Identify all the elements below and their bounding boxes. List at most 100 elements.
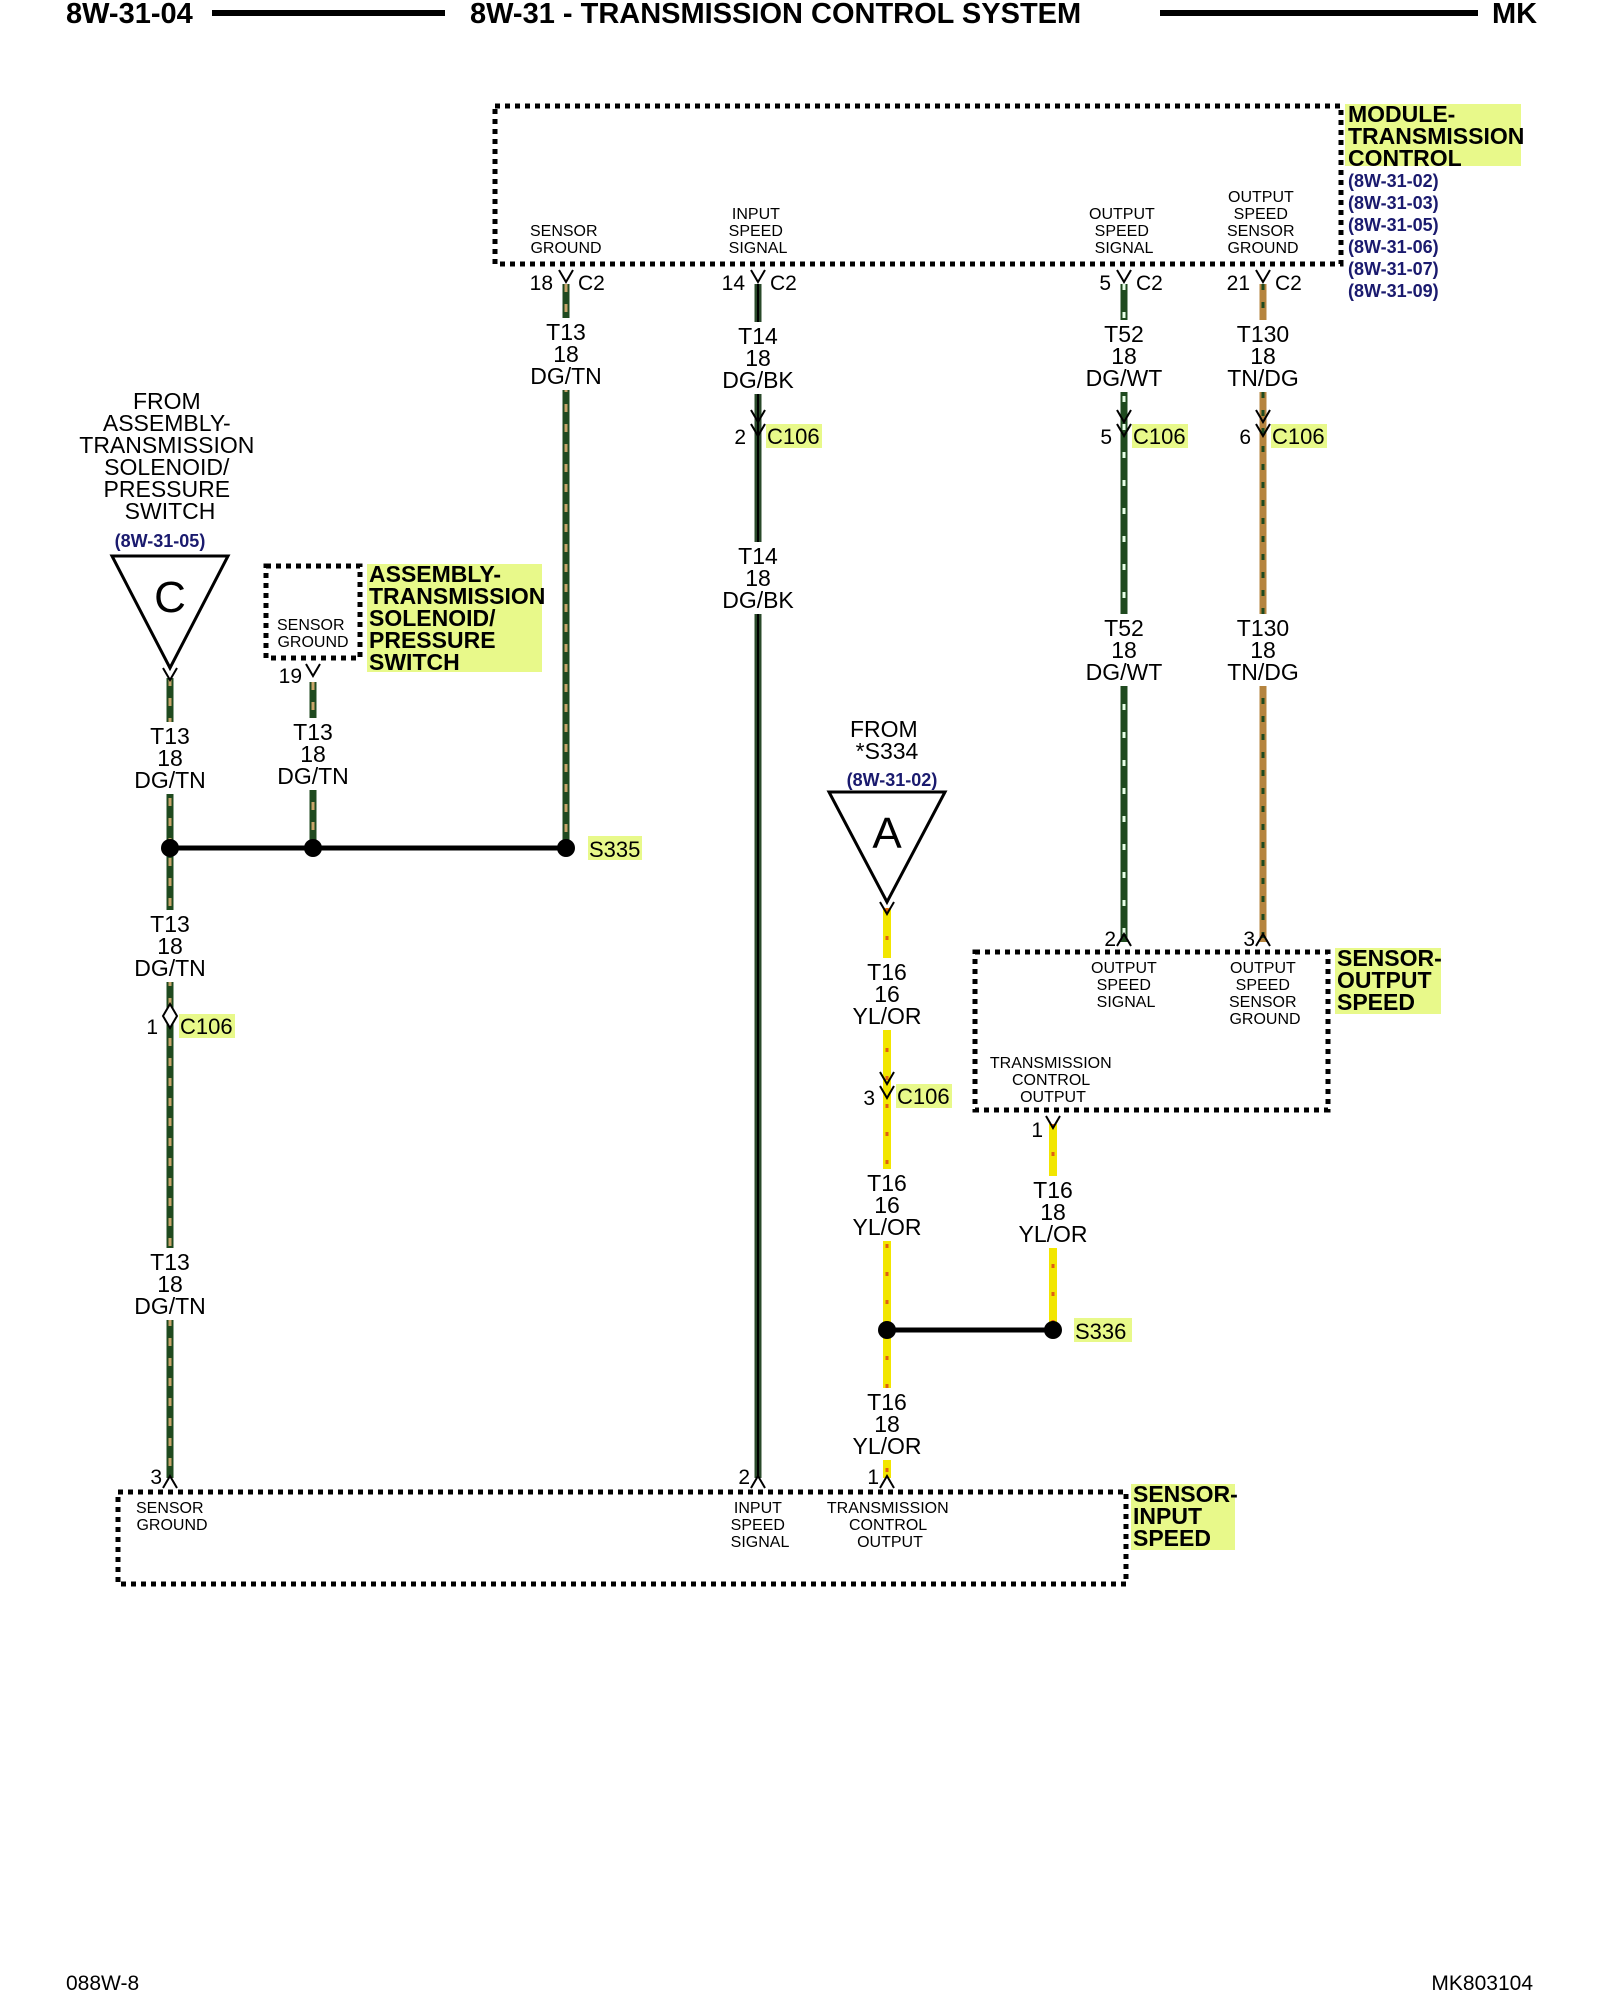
output-sensor-title-highlight — [1335, 948, 1441, 1014]
splice-dot — [1044, 1321, 1062, 1339]
output-sensor-pin-1: 1 — [1031, 1119, 1043, 1142]
page-id: 8W-31-04 — [66, 0, 193, 30]
tcm-pin-5: 5 — [1099, 272, 1111, 295]
splice-dot — [304, 839, 322, 857]
tcm-pin-label-output-ground: OUTPUT SPEED SENSOR GROUND — [1227, 189, 1299, 257]
tcm-pin-14: 14 — [722, 272, 746, 295]
tcm-pin-chevrons — [558, 269, 1271, 284]
tcm-conn-c2-a: C2 — [578, 272, 605, 295]
c106-label-t14: C106 — [767, 424, 820, 449]
from-a-ref: (8W-31-02) — [847, 770, 938, 790]
output-sensor-label-ground: OUTPUT SPEED SENSOR GROUND — [1229, 960, 1301, 1028]
from-c-ref: (8W-31-05) — [115, 531, 206, 551]
c106-highlight — [1132, 424, 1188, 448]
tcm-pin-label-sensor-ground: SENSOR GROUND — [530, 223, 602, 257]
from-c-text: FROM ASSEMBLY- TRANSMISSION SOLENOID/ PR… — [79, 388, 260, 524]
footer-right: MK803104 — [1431, 1972, 1533, 1995]
output-sensor-pin-2: 2 — [1104, 928, 1116, 951]
tcm-pin-label-output-speed: OUTPUT SPEED SIGNAL — [1089, 206, 1159, 257]
offpage-connector-c — [109, 554, 231, 672]
offpage-letter-a: A — [872, 809, 902, 858]
input-sensor-label-signal: INPUT SPEED SIGNAL — [731, 1500, 790, 1551]
input-sensor-label-tco: TRANSMISSION CONTROL OUTPUT — [827, 1500, 953, 1551]
splice-s335-label: S335 — [589, 837, 640, 862]
model-code: MK — [1492, 0, 1537, 30]
input-sensor-chevrons — [162, 1474, 895, 1489]
tcm-conn-c2-b: C2 — [770, 272, 797, 295]
tcm-title: MODULE- TRANSMISSION CONTROL — [1348, 101, 1531, 171]
input-sensor-title: SENSOR- INPUT SPEED — [1133, 1481, 1244, 1551]
tcm-conn-c2-d: C2 — [1275, 272, 1302, 295]
splice-dot — [557, 839, 575, 857]
solenoid-title: ASSEMBLY- TRANSMISSION SOLENOID/ PRESSUR… — [369, 561, 552, 675]
solenoid-box — [263, 563, 363, 661]
tcm-title-highlight — [1345, 104, 1521, 166]
c106-highlight — [179, 1014, 235, 1038]
tcm-box — [492, 103, 1344, 267]
input-sensor-title-highlight — [1131, 1484, 1235, 1550]
c106-pin-t130: 6 — [1239, 426, 1251, 449]
from-a-text: FROM *S334 — [850, 716, 924, 764]
s336-highlight — [1074, 1318, 1132, 1342]
c106-pin-t13: 1 — [146, 1016, 158, 1039]
c106-label-t130: C106 — [1272, 424, 1325, 449]
c106-label-t13: C106 — [180, 1014, 233, 1039]
c106-pin-t16: 3 — [863, 1087, 875, 1110]
splice-s336-label: S336 — [1075, 1319, 1126, 1344]
c106-highlight — [1271, 424, 1327, 448]
c106-chevrons — [161, 409, 1271, 1100]
chevron-icon — [162, 667, 178, 682]
output-sensor-box — [972, 949, 1331, 1113]
solenoid-title-highlight — [367, 564, 542, 672]
input-sensor-box — [115, 1489, 1129, 1587]
tcm-pin-21: 21 — [1227, 272, 1250, 295]
solenoid-pin-19: 19 — [279, 665, 302, 688]
output-sensor-label-signal: OUTPUT SPEED SIGNAL — [1091, 960, 1161, 1011]
c106-label-t52: C106 — [1133, 424, 1186, 449]
splice-dot — [161, 839, 179, 857]
input-sensor-pin-3: 3 — [150, 1466, 162, 1489]
c106-pin-t14: 2 — [734, 426, 746, 449]
input-sensor-pin-1: 1 — [867, 1466, 879, 1489]
output-sensor-chevrons — [1045, 932, 1271, 1130]
s335-highlight — [588, 836, 642, 860]
c106-pin-t52: 5 — [1100, 426, 1112, 449]
input-sensor-pin-2: 2 — [738, 1466, 750, 1489]
c106-label-t16: C106 — [897, 1084, 950, 1109]
tcm-pin-18: 18 — [530, 272, 553, 295]
output-sensor-label-tco: TRANSMISSION CONTROL OUTPUT — [990, 1055, 1116, 1106]
tcm-refs: (8W-31-02) (8W-31-03) (8W-31-05) (8W-31-… — [1348, 171, 1444, 301]
chevron-icon — [879, 901, 895, 916]
tcm-pin-label-input-speed: INPUT SPEED SIGNAL — [729, 206, 788, 257]
offpage-connector-a — [826, 790, 948, 906]
footer-left: 088W-8 — [66, 1972, 139, 1995]
offpage-letter-c: C — [154, 573, 186, 622]
